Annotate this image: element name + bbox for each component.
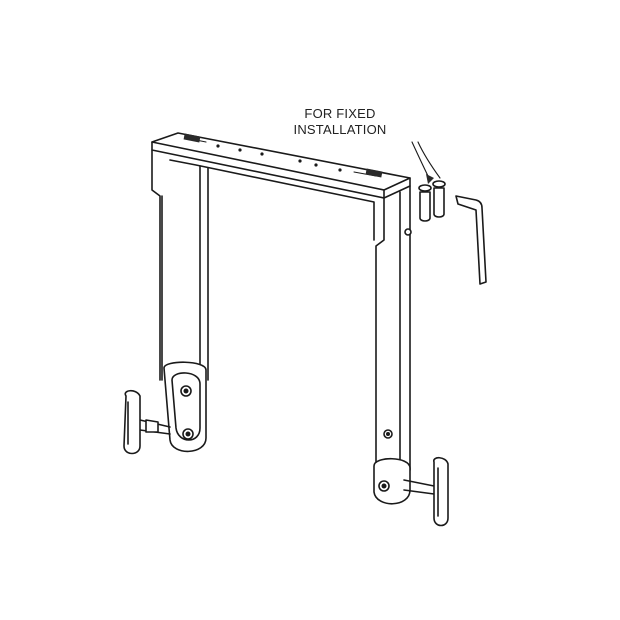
fixing-pin-right (432, 180, 446, 218)
left-arm (151, 149, 207, 453)
leader-arrow (411, 141, 441, 184)
note-line-1: FOR FIXED (304, 106, 376, 121)
hex-key (455, 195, 487, 285)
right-arm (373, 185, 412, 505)
bracket-inner-frame (169, 159, 375, 381)
top-crossbar (151, 132, 411, 199)
right-knob (403, 456, 449, 527)
fixed-installation-note: FOR FIXED INSTALLATION (282, 106, 398, 138)
fixing-pin-left (418, 184, 432, 222)
note-line-2: INSTALLATION (293, 122, 387, 137)
left-knob (123, 389, 171, 455)
